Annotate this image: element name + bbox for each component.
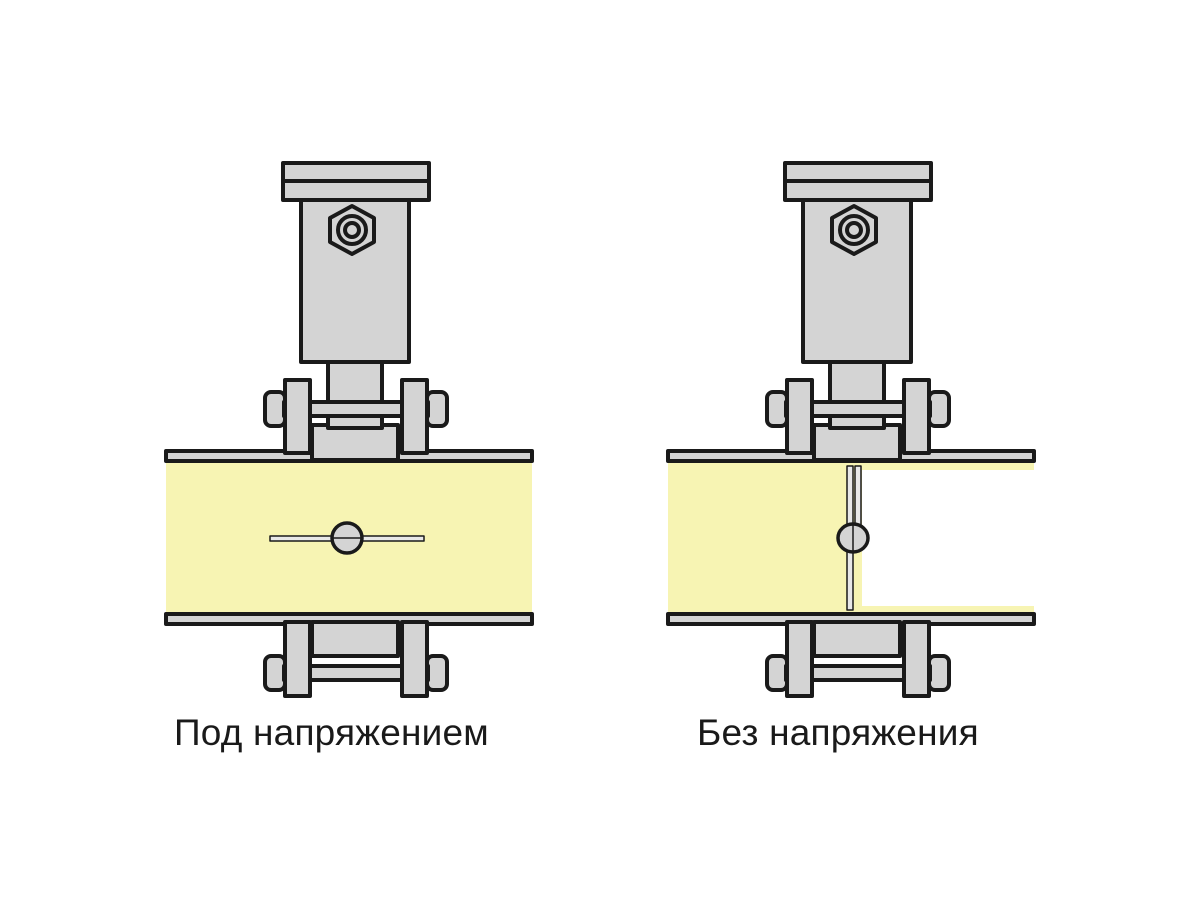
lower-flange-right <box>400 620 429 698</box>
lower-flange-right <box>902 620 931 698</box>
actuator-nut-hole <box>845 221 863 239</box>
lower-flange-left <box>283 620 312 698</box>
caption-de-energized: Без напряжения <box>697 712 979 753</box>
valve-energized <box>164 161 534 698</box>
valve-body-upper <box>812 423 902 462</box>
lower-flange-left <box>785 620 814 698</box>
upper-flange-right <box>902 378 931 455</box>
open-flow-region <box>862 470 1034 606</box>
valve-de-energized <box>666 161 1036 698</box>
upper-flange-left <box>283 378 312 455</box>
caption-energized: Под напряжением <box>174 712 489 753</box>
upper-flange-right <box>400 378 429 455</box>
actuator-nut-hole <box>343 221 361 239</box>
valve-body-upper <box>310 423 400 462</box>
lower-body <box>812 620 902 658</box>
upper-flange-left <box>785 378 814 455</box>
lower-body <box>310 620 400 658</box>
